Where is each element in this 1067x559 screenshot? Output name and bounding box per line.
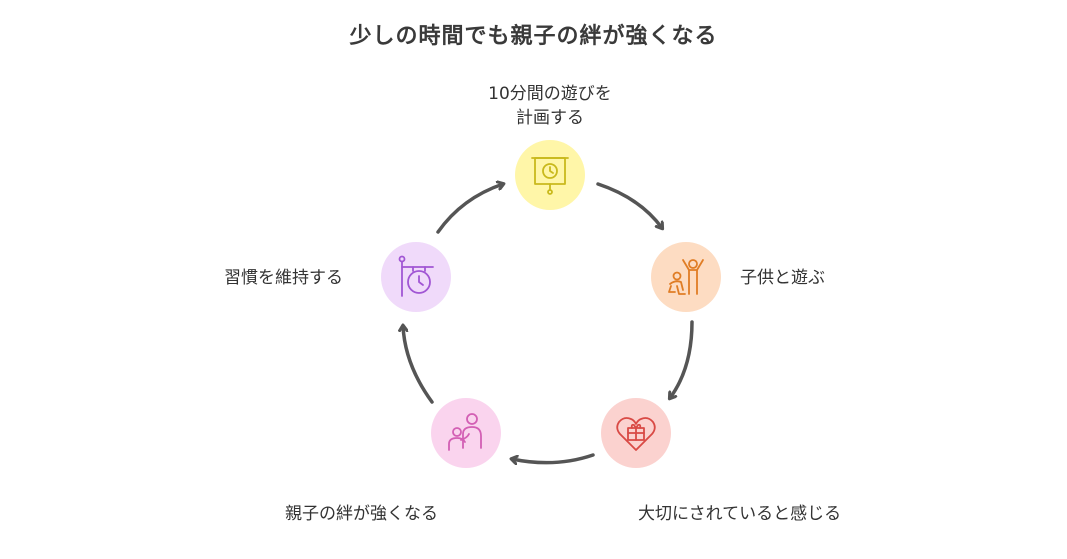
step-4-label-line-1: 親子の絆が強くなる	[285, 504, 438, 524]
step-1-node	[515, 140, 585, 210]
step-1-label-line-2: 計画する	[516, 108, 584, 128]
step-5-node	[381, 242, 451, 312]
heart-gift-icon	[616, 417, 656, 451]
arrow-step4-to-step5	[403, 326, 434, 404]
arrow-step2-to-step3	[670, 320, 694, 398]
parent-child-play-icon	[668, 259, 704, 295]
step-5-label-line-1: 習慣を維持する	[224, 268, 343, 288]
presentation-clock-icon	[531, 157, 569, 195]
step-3-node	[601, 398, 671, 468]
parent-child-hug-icon	[448, 413, 482, 451]
step-2-label-line-1: 子供と遊ぶ	[740, 268, 825, 288]
step-2-label: 子供と遊ぶ	[740, 266, 825, 290]
step-3-label: 大切にされていると感じる	[638, 502, 841, 526]
hanging-clock-icon	[398, 255, 434, 297]
step-3-label-line-1: 大切にされていると感じる	[638, 504, 842, 524]
arrow-step3-to-step4	[512, 453, 595, 463]
step-2-node	[651, 242, 721, 312]
arrow-step1-to-step2	[596, 182, 662, 228]
step-1-label-line-1: 10分間の遊びを	[488, 84, 612, 104]
step-4-label: 親子の絆が強くなる	[285, 502, 438, 526]
step-4-node	[431, 398, 501, 468]
step-5-label: 習慣を維持する	[224, 266, 343, 290]
step-1-label: 10分間の遊びを 計画する	[470, 82, 630, 130]
arrow-step5-to-step1	[436, 184, 503, 234]
diagram-title: 少しの時間でも親子の絆が強くなる	[349, 24, 718, 49]
